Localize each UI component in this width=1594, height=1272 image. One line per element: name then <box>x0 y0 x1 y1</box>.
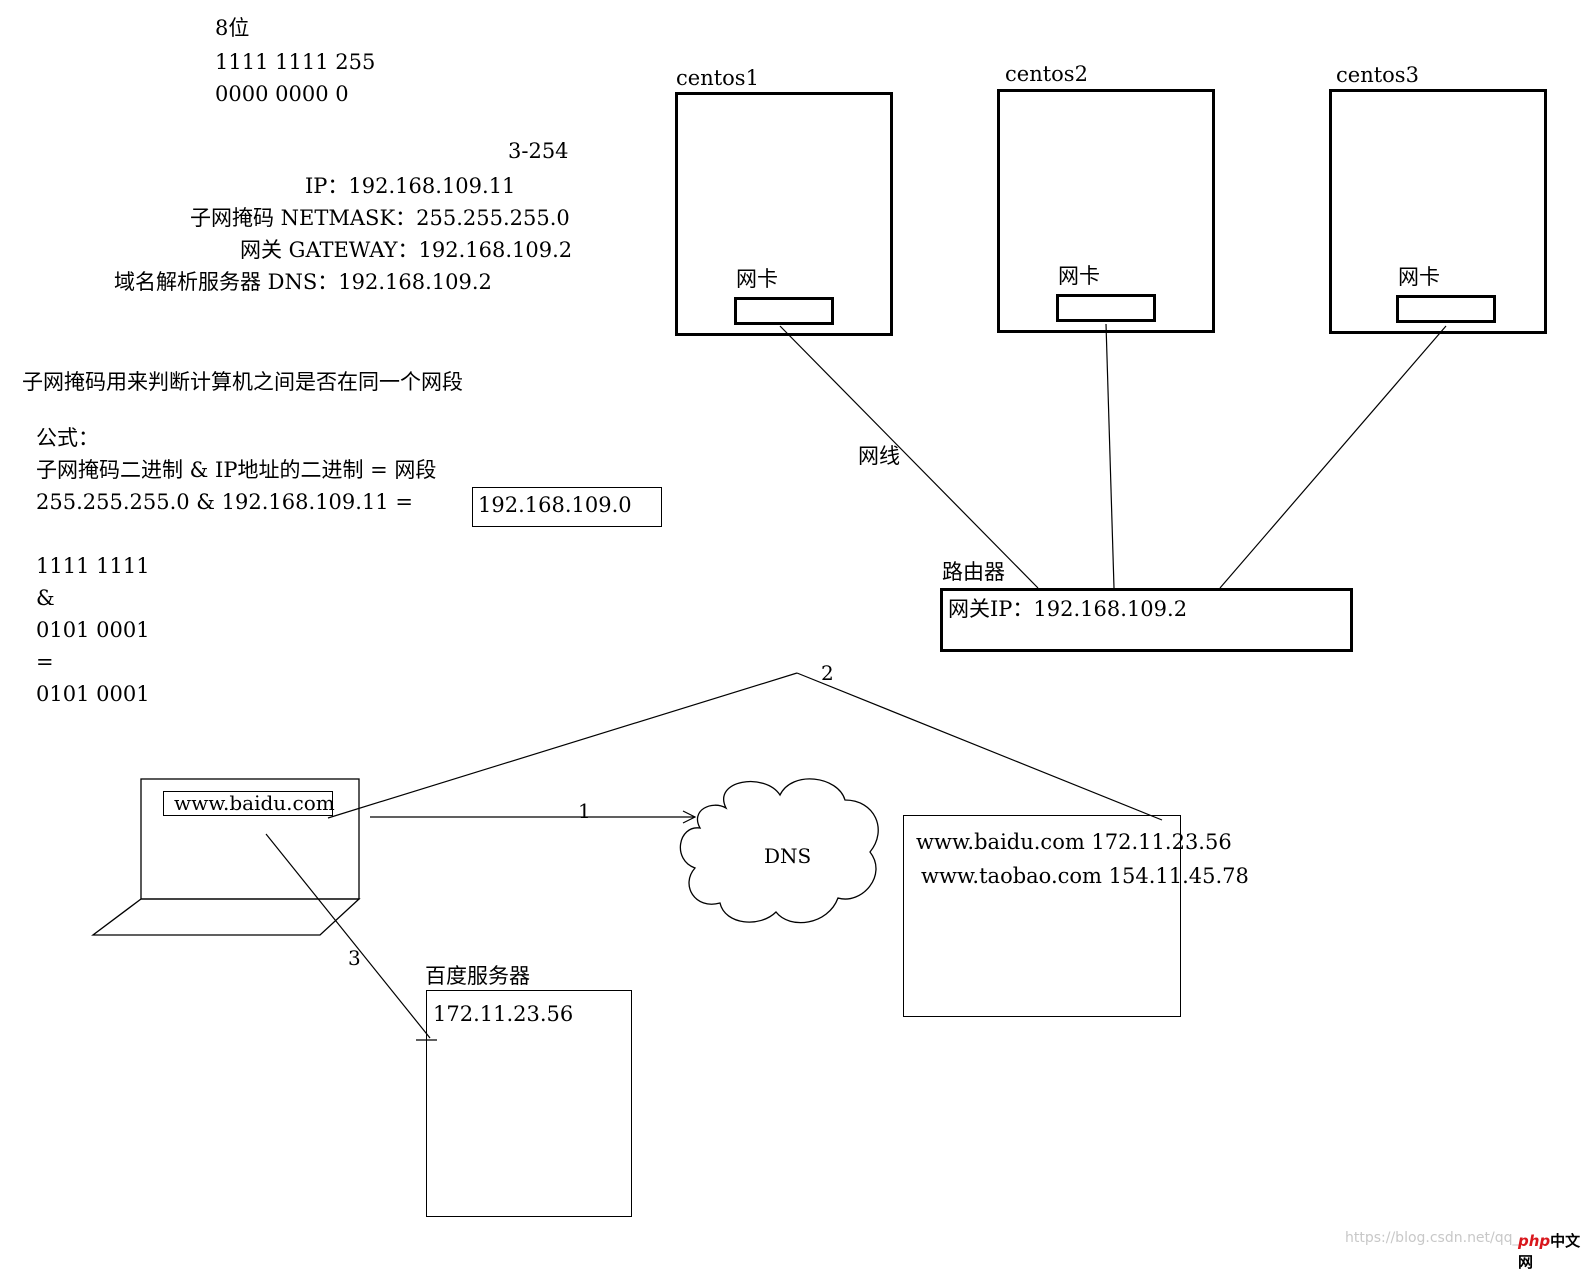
formula-example: 255.255.255.0 & 192.168.109.11 = <box>36 490 413 514</box>
host-centos3: 网卡 <box>1329 89 1547 334</box>
laptop-url: www.baidu.com <box>174 791 335 815</box>
ones-line: 1111 1111 255 <box>215 50 376 74</box>
step1-label: 1 <box>578 799 591 823</box>
dns-table: www.baidu.com 172.11.23.56 www.taobao.co… <box>903 815 1249 1017</box>
dns-record: www.baidu.com 172.11.23.56 <box>916 830 1232 854</box>
nic-box <box>1056 294 1156 322</box>
router-label: 路由器 <box>942 560 1005 584</box>
step2-line-a <box>327 672 798 819</box>
step3-line <box>265 833 431 1039</box>
cable-centos2 <box>1105 323 1115 589</box>
host-name: centos2 <box>1005 62 1088 86</box>
host-centos2: 网卡 <box>997 89 1215 333</box>
logo-php: php <box>1518 1232 1551 1250</box>
binary-op: & <box>36 586 55 610</box>
zeros-line: 0000 0000 0 <box>215 82 349 106</box>
router-ip: 网关IP：192.168.109.2 <box>948 597 1188 621</box>
binary-a: 1111 1111 <box>36 554 150 578</box>
nic-label: 网卡 <box>1398 265 1440 289</box>
formula-result: 192.168.109.0 <box>478 493 632 517</box>
step2-line-b <box>796 672 1163 821</box>
mask-purpose: 子网掩码用来判断计算机之间是否在同一个网段 <box>22 370 463 394</box>
host-name: centos3 <box>1336 63 1419 87</box>
bits-label: 8位 <box>215 16 250 40</box>
nic-box <box>1396 295 1496 323</box>
url-bar: www.baidu.com <box>163 791 335 816</box>
php-logo: php中文网 <box>1518 1230 1594 1272</box>
cable-label: 网线 <box>858 444 900 468</box>
netmask-line: 子网掩码 NETMASK：255.255.255.0 <box>190 206 570 230</box>
dns-label: DNS <box>764 844 812 868</box>
formula: 子网掩码二进制 & IP地址的二进制 = 网段 <box>36 458 437 482</box>
step2-label: 2 <box>821 661 834 685</box>
server-label: 百度服务器 <box>425 964 530 988</box>
formula-label: 公式： <box>36 426 99 450</box>
server-ip: 172.11.23.56 <box>433 1002 574 1026</box>
cable-centos1 <box>779 325 1039 589</box>
step3-label: 3 <box>348 946 361 970</box>
host-centos1: 网卡 <box>675 92 893 336</box>
router-box: 网关IP：192.168.109.2 <box>940 588 1353 652</box>
nic-box <box>734 297 834 325</box>
gateway-line: 网关 GATEWAY：192.168.109.2 <box>240 238 573 262</box>
dns-record: www.taobao.com 154.11.45.78 <box>921 864 1249 888</box>
ip-line: IP：192.168.109.11 <box>305 174 516 198</box>
binary-eq: = <box>36 650 54 674</box>
host-name: centos1 <box>676 66 759 90</box>
binary-b: 0101 0001 <box>36 618 150 642</box>
binary-result: 0101 0001 <box>36 682 150 706</box>
cable-centos3 <box>1219 325 1447 589</box>
result-box: 192.168.109.0 <box>472 487 662 527</box>
dns-line: 域名解析服务器 DNS：192.168.109.2 <box>114 270 492 294</box>
ip-range: 3-254 <box>508 139 569 163</box>
dns-cloud <box>679 778 879 924</box>
nic-label: 网卡 <box>736 267 778 291</box>
watermark-url: https://blog.csdn.net/qq_ <box>1345 1230 1520 1246</box>
nic-label: 网卡 <box>1058 264 1100 288</box>
baidu-server-box: 172.11.23.56 <box>426 990 632 1217</box>
laptop-base <box>91 898 361 936</box>
